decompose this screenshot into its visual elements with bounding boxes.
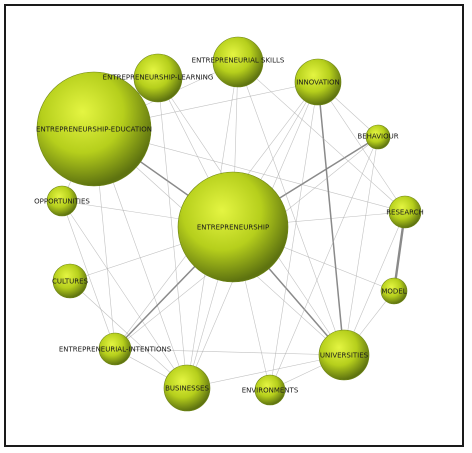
node-label-bus: BUSINESSES [165,385,209,393]
node-label-univ: UNIVERSITIES [320,352,369,360]
node-cult[interactable] [52,263,88,299]
edge-learn-bus [157,77,188,389]
node-label-opp: OPPORTUNITIES [34,198,90,206]
node-bus[interactable] [163,364,211,412]
node-model[interactable] [380,277,408,305]
node-univ[interactable] [318,329,370,381]
node-research[interactable] [388,195,422,229]
node-ent[interactable] [177,171,289,283]
labels-layer: ENTREPRENEURSHIP-EDUCATION ENTREPRENEURSH… [34,57,424,395]
edge-opp-intent [61,200,116,350]
nodes-layer [36,36,422,412]
node-label-model: MODEL [381,288,406,296]
node-behav[interactable] [365,124,391,150]
node-label-skills: ENTREPRENEURIAL SKILLS [192,57,285,65]
edge-skills-univ [237,61,345,356]
node-opp[interactable] [46,185,78,217]
edge-innov-univ [317,81,345,356]
node-innov[interactable] [294,58,342,106]
edge-opp-bus [61,200,188,389]
edge-cult-bus [69,280,188,389]
node-label-cult: CULTURES [52,278,89,286]
node-label-research: RESEARCH [386,209,424,217]
node-label-env: ENVIRONMENTS [242,387,299,395]
node-edu[interactable] [36,71,152,187]
node-learn[interactable] [133,53,183,103]
edge-univ-bus [186,354,345,389]
node-label-ent: ENTREPRENEURSHIP [197,224,269,232]
node-skills[interactable] [212,36,264,88]
edge-innov-research [317,81,406,213]
node-label-intent: ENTREPRENEURIAL-INTENTIONS [59,346,172,354]
edge-research-univ [343,211,406,356]
edge-env-innov [269,81,319,391]
node-label-behav: BEHAVIOUR [357,133,398,141]
edge-behav-univ [343,136,379,356]
edge-research-skills [237,61,406,213]
node-intent[interactable] [98,332,132,366]
node-label-edu: ENTREPRENEURSHIP-EDUCATION [36,126,152,134]
edge-univ-intent [114,348,345,356]
edge-env-behav [269,136,379,391]
node-env[interactable] [254,374,286,406]
node-label-innov: INNOVATION [296,79,340,87]
node-label-learn: ENTREPRENEURSHIP-LEARNING [103,74,214,82]
